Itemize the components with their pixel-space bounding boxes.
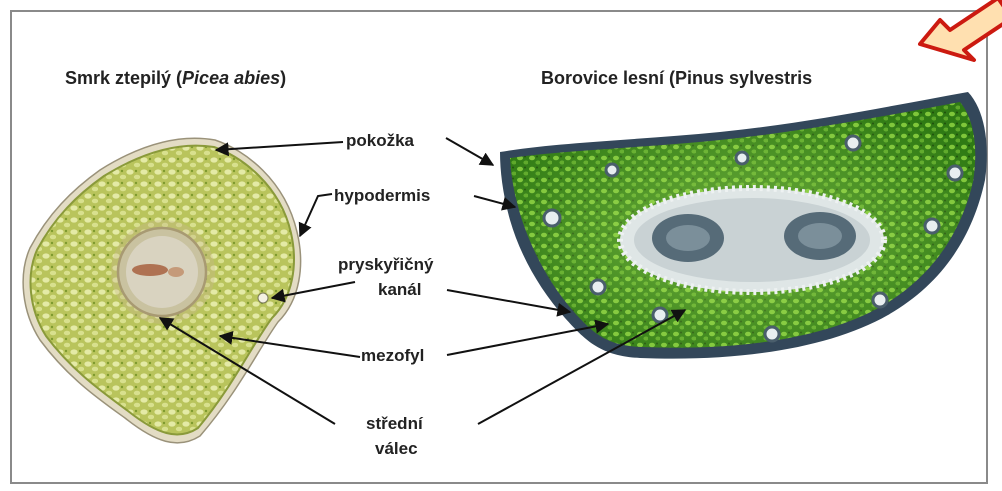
pine-cross-section (500, 92, 987, 359)
pine-title: Borovice lesní (Pinus sylvestris (541, 68, 812, 89)
label-pokozka: pokožka (346, 131, 414, 151)
spruce-latin-name: Picea abies (182, 68, 280, 88)
label-hypodermis: hypodermis (334, 186, 430, 206)
spruce-cross-section (23, 138, 300, 443)
label-valec-line2: válec (375, 439, 418, 459)
label-mezofyl: mezofyl (361, 346, 424, 366)
corner-arrow-icon (920, 0, 1002, 60)
label-kanal-line2: kanál (378, 280, 421, 300)
label-valec-line1: střední (366, 414, 423, 434)
spruce-title: Smrk ztepilý (Picea abies) (65, 68, 286, 89)
label-kanal-line1: pryskyřičný (338, 255, 433, 275)
